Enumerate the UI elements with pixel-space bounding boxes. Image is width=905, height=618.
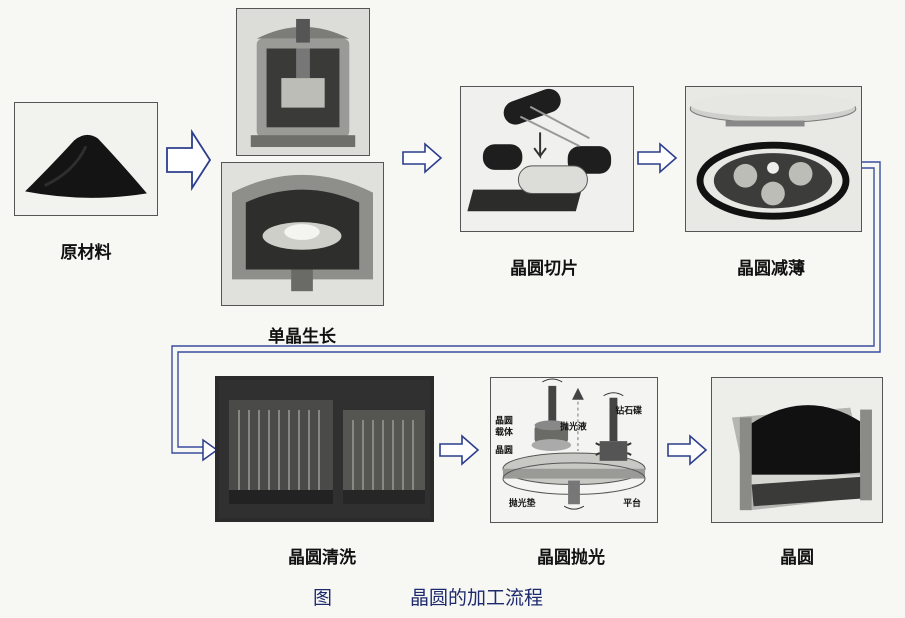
step-label-raw-material: 原材料 [60, 243, 112, 263]
label-wafer: 晶圆 [495, 445, 513, 456]
label-pad: 抛光垫 [509, 497, 536, 509]
arrow-cleaning-to-polishing [439, 435, 479, 465]
raw-material-image [14, 102, 158, 216]
arrow-growth-to-slicing [402, 143, 442, 173]
thinning-image [685, 86, 862, 232]
label-diamond-disc: 钻石碟 [615, 405, 642, 417]
step-label-thinning: 晶圆减薄 [737, 259, 805, 279]
step-label-cleaning: 晶圆清洗 [288, 548, 356, 568]
arrow-raw-to-growth [166, 128, 212, 192]
arrow-slicing-to-thinning [637, 143, 677, 173]
label-slurry: 抛光液 [560, 420, 587, 432]
label-carrier: 晶圆载体 [495, 415, 513, 438]
step-label-polishing: 晶圆抛光 [537, 548, 605, 568]
step-label-wafer: 晶圆 [780, 548, 814, 568]
crystal-furnace-top-image [236, 8, 370, 156]
wafer-final-image [711, 377, 883, 523]
figure-caption-title: 晶圆的加工流程 [410, 587, 544, 609]
figure-caption-prefix: 图 [313, 587, 333, 609]
step-label-crystal-growth: 单晶生长 [268, 327, 336, 347]
label-platform: 平台 [623, 497, 641, 509]
cleaning-image [215, 376, 434, 522]
crystal-furnace-bottom-image [221, 162, 384, 306]
arrow-polishing-to-wafer [667, 435, 707, 465]
polishing-image: 晶圆载体 晶圆 抛光液 钻石碟 抛光垫 平台 [490, 377, 658, 523]
step-label-slicing: 晶圆切片 [510, 259, 578, 279]
slicing-image [460, 86, 634, 232]
